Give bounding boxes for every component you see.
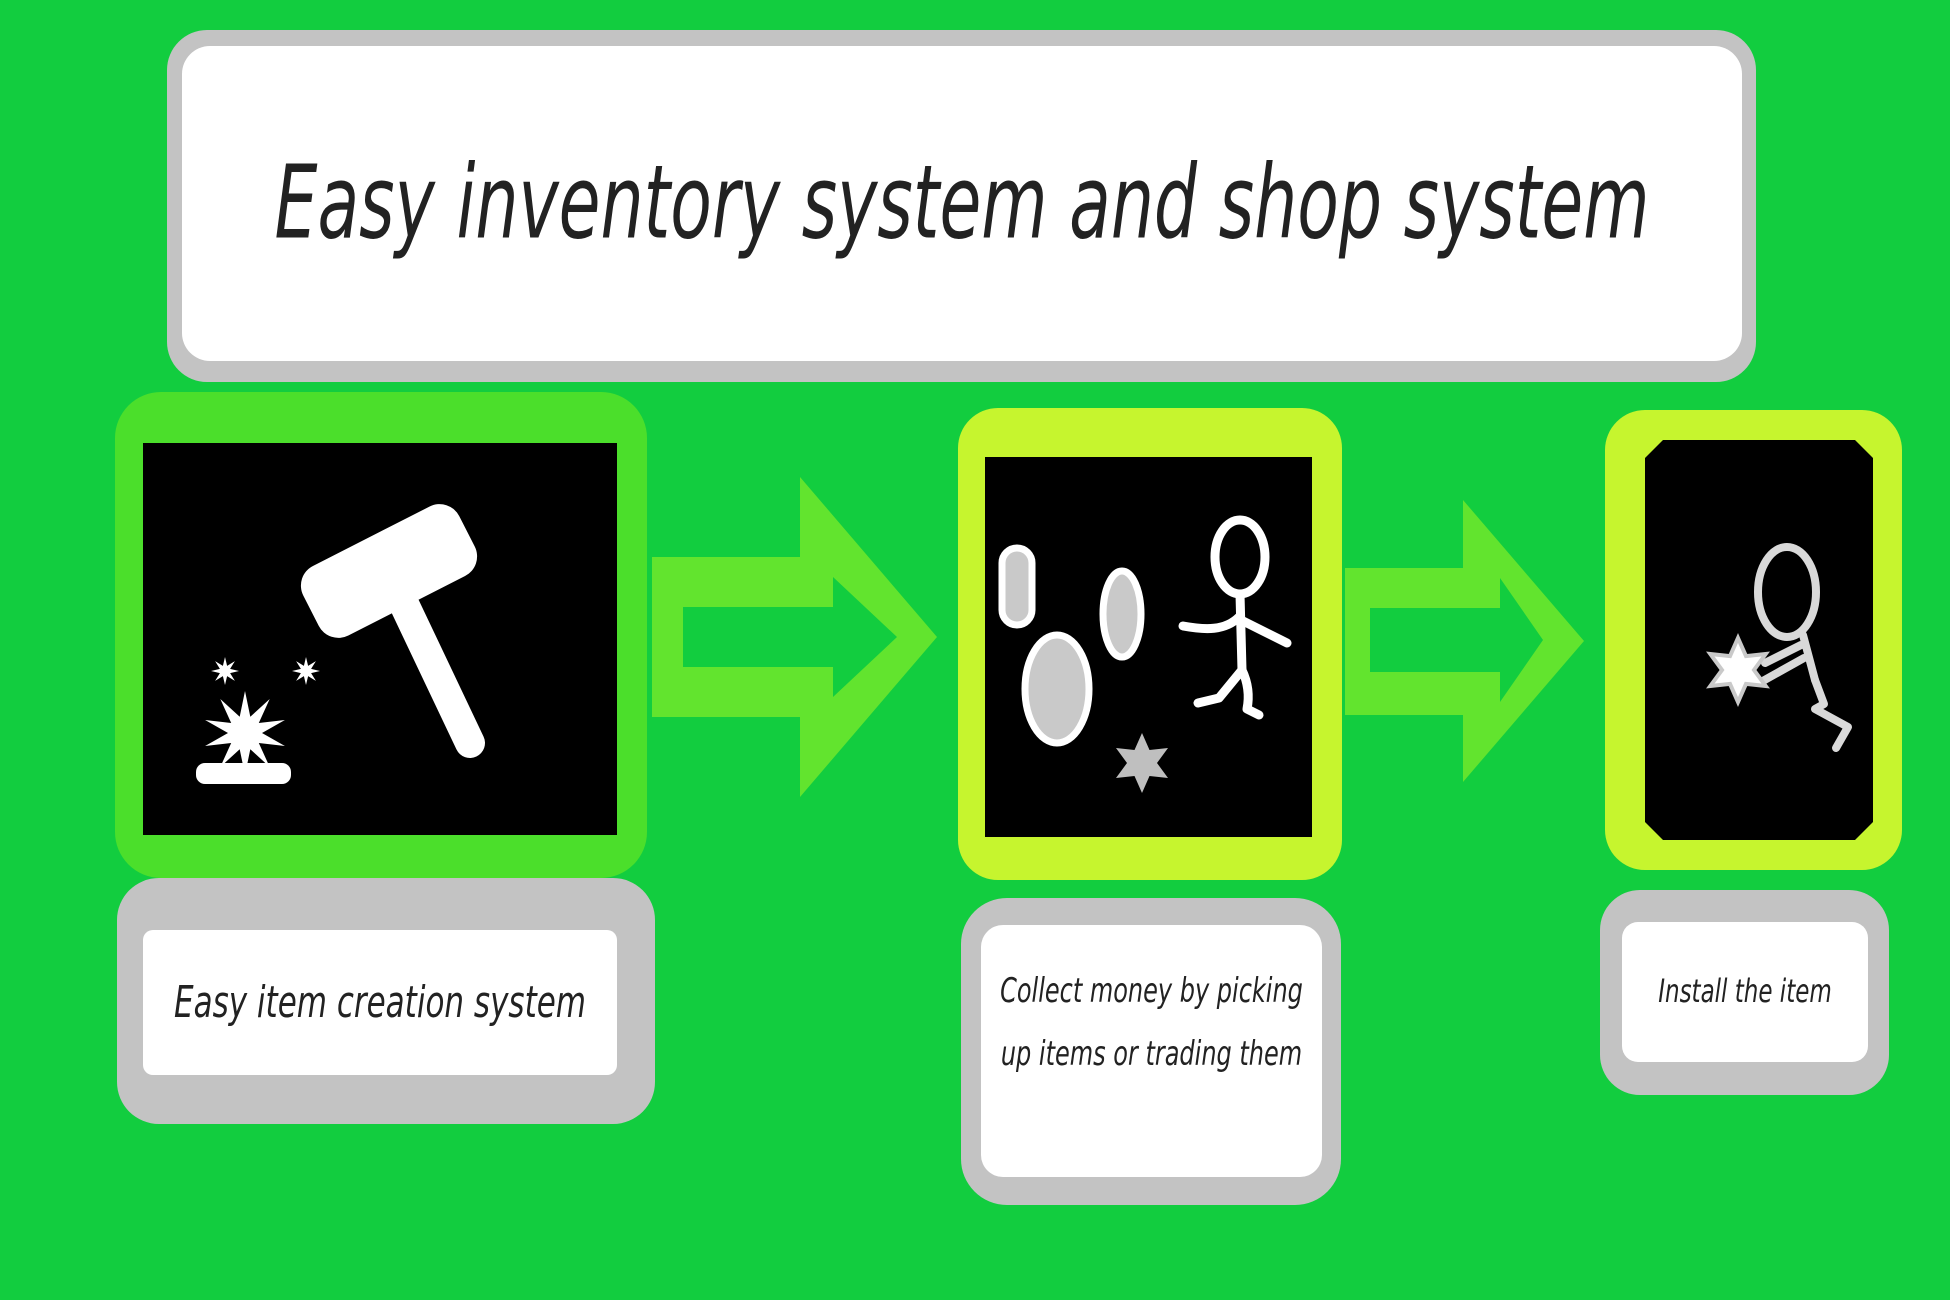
- star-item-icon: [1116, 733, 1168, 793]
- step2-caption-line1: Collect money by picking: [1000, 970, 1303, 1011]
- step3-caption: Install the item: [1658, 973, 1832, 1011]
- star-item-icon: [1710, 638, 1765, 702]
- spark-icon: [292, 657, 320, 685]
- coin-icon: [1099, 567, 1145, 661]
- step3-caption-frame: Install the item: [1600, 890, 1889, 1095]
- step2-screen: [985, 457, 1312, 837]
- right-arrow-icon: [1345, 500, 1584, 782]
- step1-panel: [115, 392, 647, 878]
- right-arrow-icon: [652, 477, 937, 797]
- step1-caption-frame: Easy item creation system: [117, 878, 655, 1124]
- step3-caption-card: Install the item: [1622, 922, 1868, 1062]
- spark-icon: [211, 657, 239, 685]
- step2-caption-card: Collect money by picking up items or tra…: [981, 925, 1322, 1177]
- step1-caption-card: Easy item creation system: [143, 930, 617, 1075]
- title-card: Easy inventory system and shop system: [182, 46, 1742, 361]
- step1-caption: Easy item creation system: [174, 977, 586, 1028]
- coin-icon: [1021, 631, 1093, 747]
- title-frame: Easy inventory system and shop system: [167, 30, 1756, 382]
- running-person-icon: [1178, 515, 1292, 720]
- step3-screen: [1645, 440, 1873, 840]
- step2-caption-frame: Collect money by picking up items or tra…: [961, 898, 1341, 1205]
- step2-caption-line2: up items or trading them: [1000, 1033, 1303, 1074]
- person-holding-star-icon: [1645, 440, 1873, 840]
- hammer-forging-icon: [196, 504, 485, 784]
- impact-burst-icon: [205, 691, 285, 775]
- page-title: Easy inventory system and shop system: [274, 144, 1650, 263]
- step1-screen: [143, 443, 617, 835]
- coin-icon: [998, 544, 1036, 629]
- step3-panel: [1605, 410, 1902, 870]
- step2-panel: [958, 408, 1342, 880]
- coins-and-runner-icon: [998, 515, 1292, 793]
- anvil-bar: [196, 763, 291, 784]
